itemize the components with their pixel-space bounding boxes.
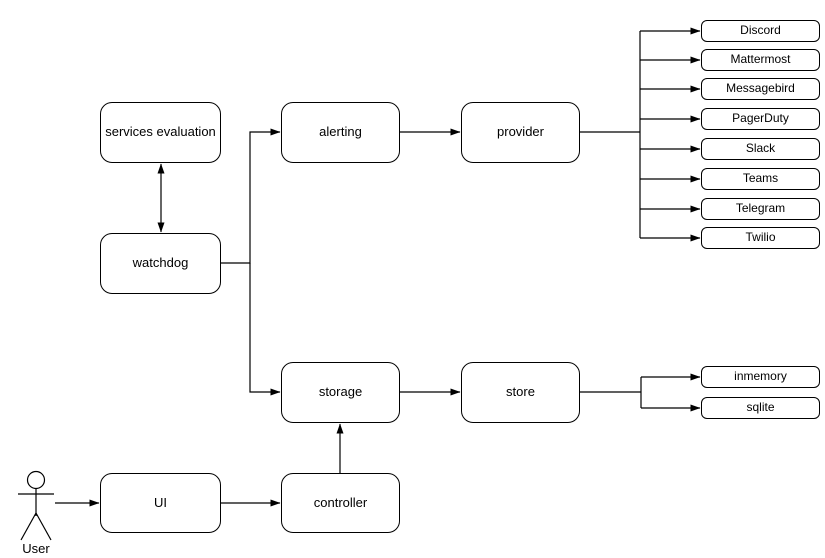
node-provider-telegram[interactable]: Telegram [701,198,820,220]
node-store-inmemory[interactable]: inmemory [701,366,820,388]
node-store[interactable]: store [461,362,580,423]
node-provider[interactable]: provider [461,102,580,163]
node-provider-twilio[interactable]: Twilio [701,227,820,249]
node-provider-discord[interactable]: Discord [701,20,820,42]
node-provider-mattermost[interactable]: Mattermost [701,49,820,71]
node-services-evaluation[interactable]: services evaluation [100,102,221,163]
node-ui[interactable]: UI [100,473,221,533]
node-provider-teams[interactable]: Teams [701,168,820,190]
actor-leg-left [20,512,37,541]
node-store-sqlite[interactable]: sqlite [701,397,820,419]
actor-leg-right [35,512,52,541]
edge-watchdog-storage [249,263,281,396]
actor-head-icon [26,470,46,490]
node-provider-slack[interactable]: Slack [701,138,820,160]
node-provider-messagebird[interactable]: Messagebird [701,78,820,100]
node-controller[interactable]: controller [281,473,400,533]
node-watchdog[interactable]: watchdog [100,233,221,294]
node-storage[interactable]: storage [281,362,400,423]
actor-label-user: User [22,541,50,556]
edge-watchdog-branch [221,128,281,264]
node-alerting[interactable]: alerting [281,102,400,163]
user-actor-figure [18,470,54,541]
node-provider-pagerduty[interactable]: PagerDuty [701,108,820,130]
